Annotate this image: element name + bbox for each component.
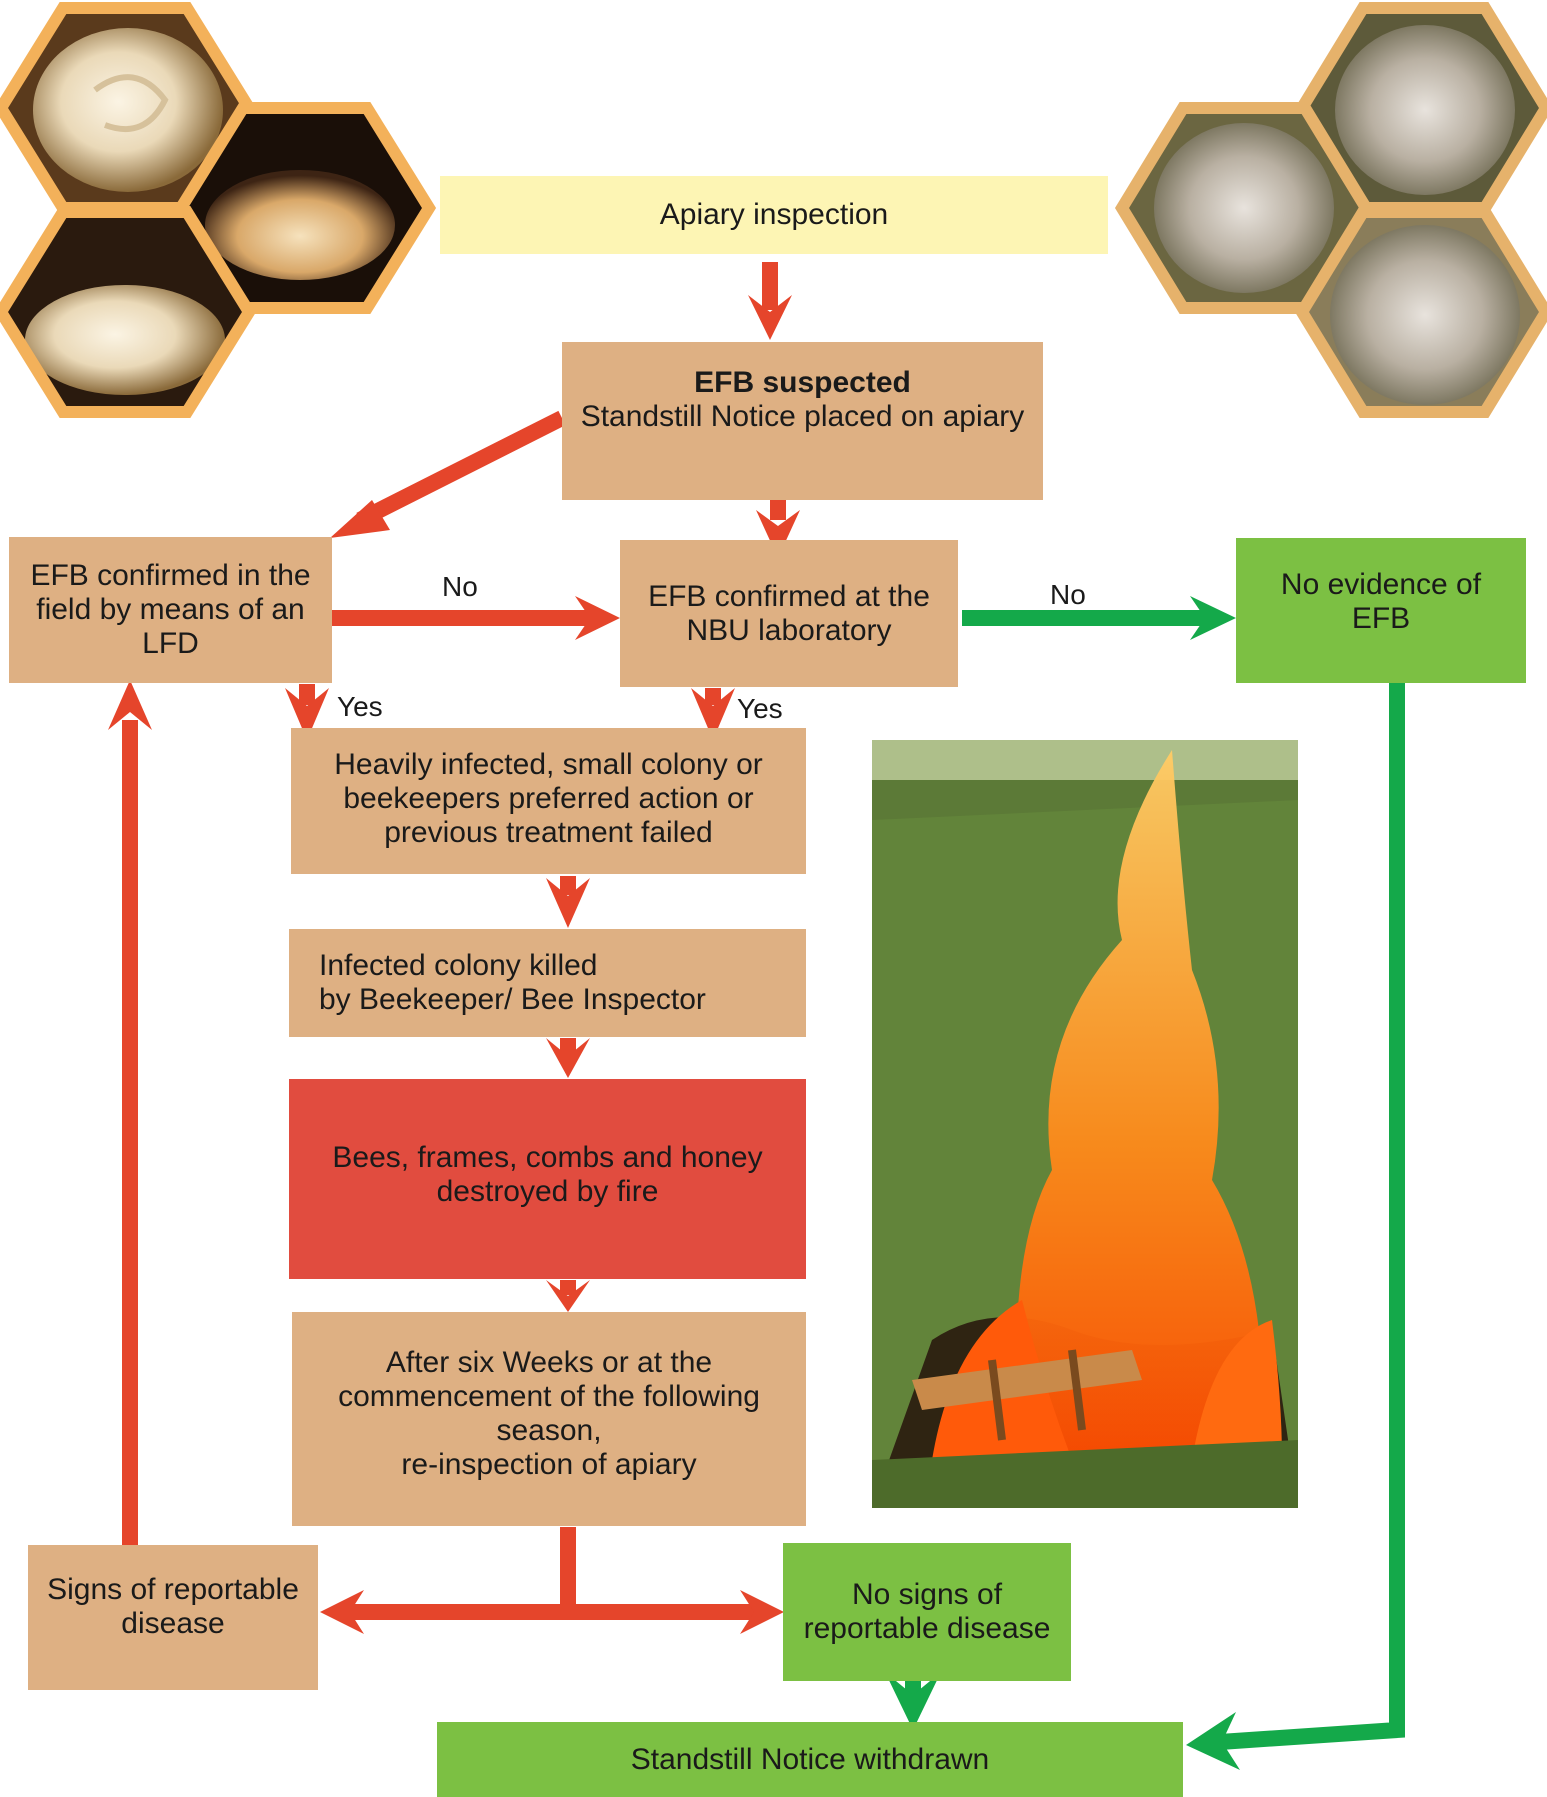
heavily-infected-line: previous treatment failed [384,816,713,849]
burning-hive-photo [872,740,1298,1508]
apiary-inspection-box: Apiary inspection [440,176,1108,254]
efb-lab-line: EFB confirmed at the [648,579,930,613]
reinspection-line: commencement of the following [338,1380,760,1413]
efb-field-line: field by means of an [36,593,305,626]
heavily-infected-line: beekeepers preferred action or [343,782,754,815]
reinspection-line: re-inspection of apiary [401,1448,697,1481]
efb-suspected-text: Standstill Notice placed on apiary [580,400,1025,433]
heavily-infected-line: Heavily infected, small colony or [334,748,763,781]
label-no-field-to-lab: No [442,571,478,602]
standstill-withdrawn-text: Standstill Notice withdrawn [630,1742,990,1776]
red-arrows [108,262,800,1634]
efb-field-line: LFD [142,627,199,660]
efb-suspected-title: EFB suspected [694,366,911,399]
no-signs-line: reportable disease [803,1612,1051,1645]
no-evidence-line: No evidence of [1280,568,1482,601]
label-yes-lab: Yes [737,693,783,724]
arrow-no-evidence-to-withdrawn [1219,683,1405,1750]
green-arrows [885,596,1405,1770]
honeycomb-healthy-larvae [0,2,437,418]
signs-reportable-line: disease [121,1607,225,1640]
signs-reportable-box: Signs of reportable disease [28,1545,318,1690]
efb-field-box: EFB confirmed in the field by means of a… [9,537,332,683]
colony-killed-line: Infected colony killed [319,949,598,982]
signs-reportable-line: Signs of reportable [47,1573,299,1606]
reinspection-line: season, [496,1414,602,1447]
colony-killed-line: by Beekeeper/ Bee Inspector [319,983,706,1016]
no-evidence-box: No evidence of EFB [1236,538,1526,683]
destroyed-fire-line: Bees, frames, combs and honey [332,1141,763,1174]
efb-suspected-box: EFB suspected Standstill Notice placed o… [562,342,1043,500]
no-signs-box: No signs of reportable disease [783,1543,1071,1681]
honeycomb-infected-larvae [1114,2,1547,418]
efb-lab-box: EFB confirmed at the NBU laboratory [620,540,958,687]
destroyed-fire-box: Bees, frames, combs and honey destroyed … [289,1079,806,1279]
reinspection-line: After six Weeks or at the [385,1346,713,1379]
apiary-inspection-text: Apiary inspection [659,198,889,231]
label-no-lab-to-evidence: No [1050,579,1086,610]
colony-killed-box: Infected colony killed by Beekeeper/ Bee… [289,929,806,1037]
efb-field-line: EFB confirmed in the [30,559,311,592]
label-yes-field: Yes [337,691,383,722]
no-signs-line: No signs of [851,1578,1003,1611]
heavily-infected-box: Heavily infected, small colony or beekee… [291,728,806,874]
standstill-withdrawn-box: Standstill Notice withdrawn [437,1722,1183,1797]
arrow-suspected-to-field [356,410,566,528]
reinspection-box: After six Weeks or at the commencement o… [292,1312,806,1526]
destroyed-fire-line: destroyed by fire [436,1175,659,1208]
efb-lab-line: NBU laboratory [686,613,892,647]
no-evidence-line: EFB [1351,602,1411,635]
